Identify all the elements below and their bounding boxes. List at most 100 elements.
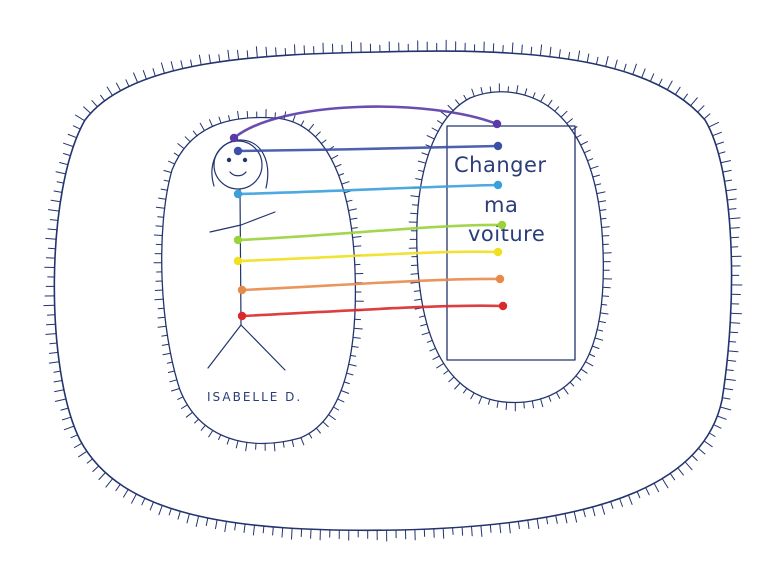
outer-hatch-124 xyxy=(224,520,227,533)
outer-hatch-97 xyxy=(480,525,483,537)
outer-hatch-62 xyxy=(726,359,737,362)
outer-hatch-142 xyxy=(73,442,83,448)
person-circle-hatch-39 xyxy=(315,427,321,434)
person-circle-hatch-37 xyxy=(328,414,336,421)
goal-circle-hatch-18 xyxy=(597,200,607,203)
figure-body xyxy=(239,188,242,326)
figure-leg-right xyxy=(240,324,286,371)
outer-hatch-180 xyxy=(100,94,106,102)
outer-hatch-96 xyxy=(489,524,492,533)
person-circle-hatch-66 xyxy=(157,307,165,310)
outer-hatch-193 xyxy=(218,54,221,63)
outer-hatch-26 xyxy=(623,63,627,72)
link-line-violet xyxy=(232,105,499,140)
link-line-orange xyxy=(240,277,502,292)
goal-circle-hatch-20 xyxy=(600,217,607,220)
outer-hatch-67 xyxy=(719,406,732,411)
outer-hatch-36 xyxy=(703,113,711,120)
person-circle-hatch-4 xyxy=(308,123,314,132)
person-circle-hatch-83 xyxy=(173,152,180,157)
person-circle-hatch-34 xyxy=(340,390,350,394)
goal-circle-hatch-14 xyxy=(589,165,599,170)
goal-circle-hatch-2 xyxy=(524,88,528,96)
outer-hatch-126 xyxy=(205,517,209,526)
outer-hatch-170 xyxy=(56,181,65,184)
person-circle-hatch-65 xyxy=(157,316,166,319)
outer-hatch-21 xyxy=(577,50,581,62)
person-circle-hatch-15 xyxy=(349,217,358,220)
outer-hatch-146 xyxy=(60,407,69,411)
outer-hatch-14 xyxy=(511,42,514,54)
goal-box xyxy=(446,125,576,361)
goal-circle-hatch-77 xyxy=(410,195,420,198)
person-circle-hatch-28 xyxy=(352,336,361,339)
stick-figure xyxy=(207,139,286,371)
goal-circle-hatch-57 xyxy=(436,362,445,369)
outer-hatch-171 xyxy=(55,171,67,175)
goal-circle-hatch-85 xyxy=(431,127,439,132)
goal-circle-hatch-16 xyxy=(594,183,602,186)
goal-circle-hatch-marks xyxy=(408,83,613,412)
outer-hatch-122 xyxy=(243,523,246,533)
person-circle-hatch-75 xyxy=(155,225,164,227)
outer-hatch-178 xyxy=(83,106,92,114)
outer-hatch-75 xyxy=(677,467,684,476)
outer-hatch-17 xyxy=(539,44,543,57)
person-circle-hatch-54 xyxy=(185,411,194,418)
outer-hatch-89 xyxy=(555,515,558,524)
connection-lines xyxy=(229,105,508,321)
outer-hatch-37 xyxy=(708,121,719,128)
person-circle-hatch-30 xyxy=(350,354,357,357)
outer-hatch-168 xyxy=(50,199,61,203)
person-circle-hatch-67 xyxy=(154,298,164,301)
outer-hatch-121 xyxy=(252,524,255,536)
person-circle-hatch-79 xyxy=(160,188,168,191)
goal-circle-hatch-48 xyxy=(505,401,508,410)
outer-hatch-140 xyxy=(86,458,93,464)
person-circle-hatch-3 xyxy=(300,120,305,127)
outer-hatch-49 xyxy=(730,236,740,239)
person-circle-hatch-6 xyxy=(320,139,327,145)
goal-circle-hatch-41 xyxy=(563,387,569,395)
link-red xyxy=(237,301,508,321)
outer-hatch-79 xyxy=(645,487,650,496)
outer-hatch-38 xyxy=(712,131,722,137)
outer-hatch-80 xyxy=(636,491,641,499)
outer-hatch-181 xyxy=(106,86,113,96)
goal-circle-hatch-65 xyxy=(414,298,422,301)
outer-hatch-127 xyxy=(195,515,200,527)
outer-hatch-151 xyxy=(48,361,60,364)
outer-hatch-69 xyxy=(713,424,722,429)
outer-boundary xyxy=(43,39,743,542)
outer-hatch-164 xyxy=(45,237,57,240)
goal-circle-hatch-86 xyxy=(437,120,444,125)
outer-hatch-88 xyxy=(564,513,568,524)
outer-hatch-132 xyxy=(149,501,154,511)
outer-hatch-141 xyxy=(78,450,88,458)
goal-circle-hatch-68 xyxy=(410,273,419,275)
outer-hatch-31 xyxy=(666,80,673,91)
outer-hatch-166 xyxy=(49,219,59,221)
goal-circle-hatch-92 xyxy=(480,87,483,95)
link-line-yellow xyxy=(236,250,500,263)
person-circle-hatch-27 xyxy=(353,327,363,330)
person-circle-hatch-88 xyxy=(209,119,213,127)
goal-circle-hatch-45 xyxy=(531,400,534,409)
person-circle xyxy=(153,109,364,452)
outer-hatch-117 xyxy=(291,527,293,540)
goal-circle-hatch-35 xyxy=(591,345,600,349)
link-orange xyxy=(237,274,505,295)
link-blue xyxy=(233,180,503,199)
outer-hatch-174 xyxy=(63,142,74,148)
person-name: ISABELLE D. xyxy=(207,390,302,404)
link-green-end-dot xyxy=(497,220,507,230)
goal-circle-hatch-42 xyxy=(555,391,561,399)
link-line-green xyxy=(236,223,504,242)
outer-hatch-73 xyxy=(691,454,698,461)
figure-smile xyxy=(229,171,247,177)
goal-circle-hatch-76 xyxy=(411,204,419,206)
outer-hatch-40 xyxy=(718,151,726,155)
outer-hatch-71 xyxy=(703,440,713,448)
person-circle-hatch-84 xyxy=(177,143,185,150)
goal-circle-hatch-40 xyxy=(569,381,575,387)
